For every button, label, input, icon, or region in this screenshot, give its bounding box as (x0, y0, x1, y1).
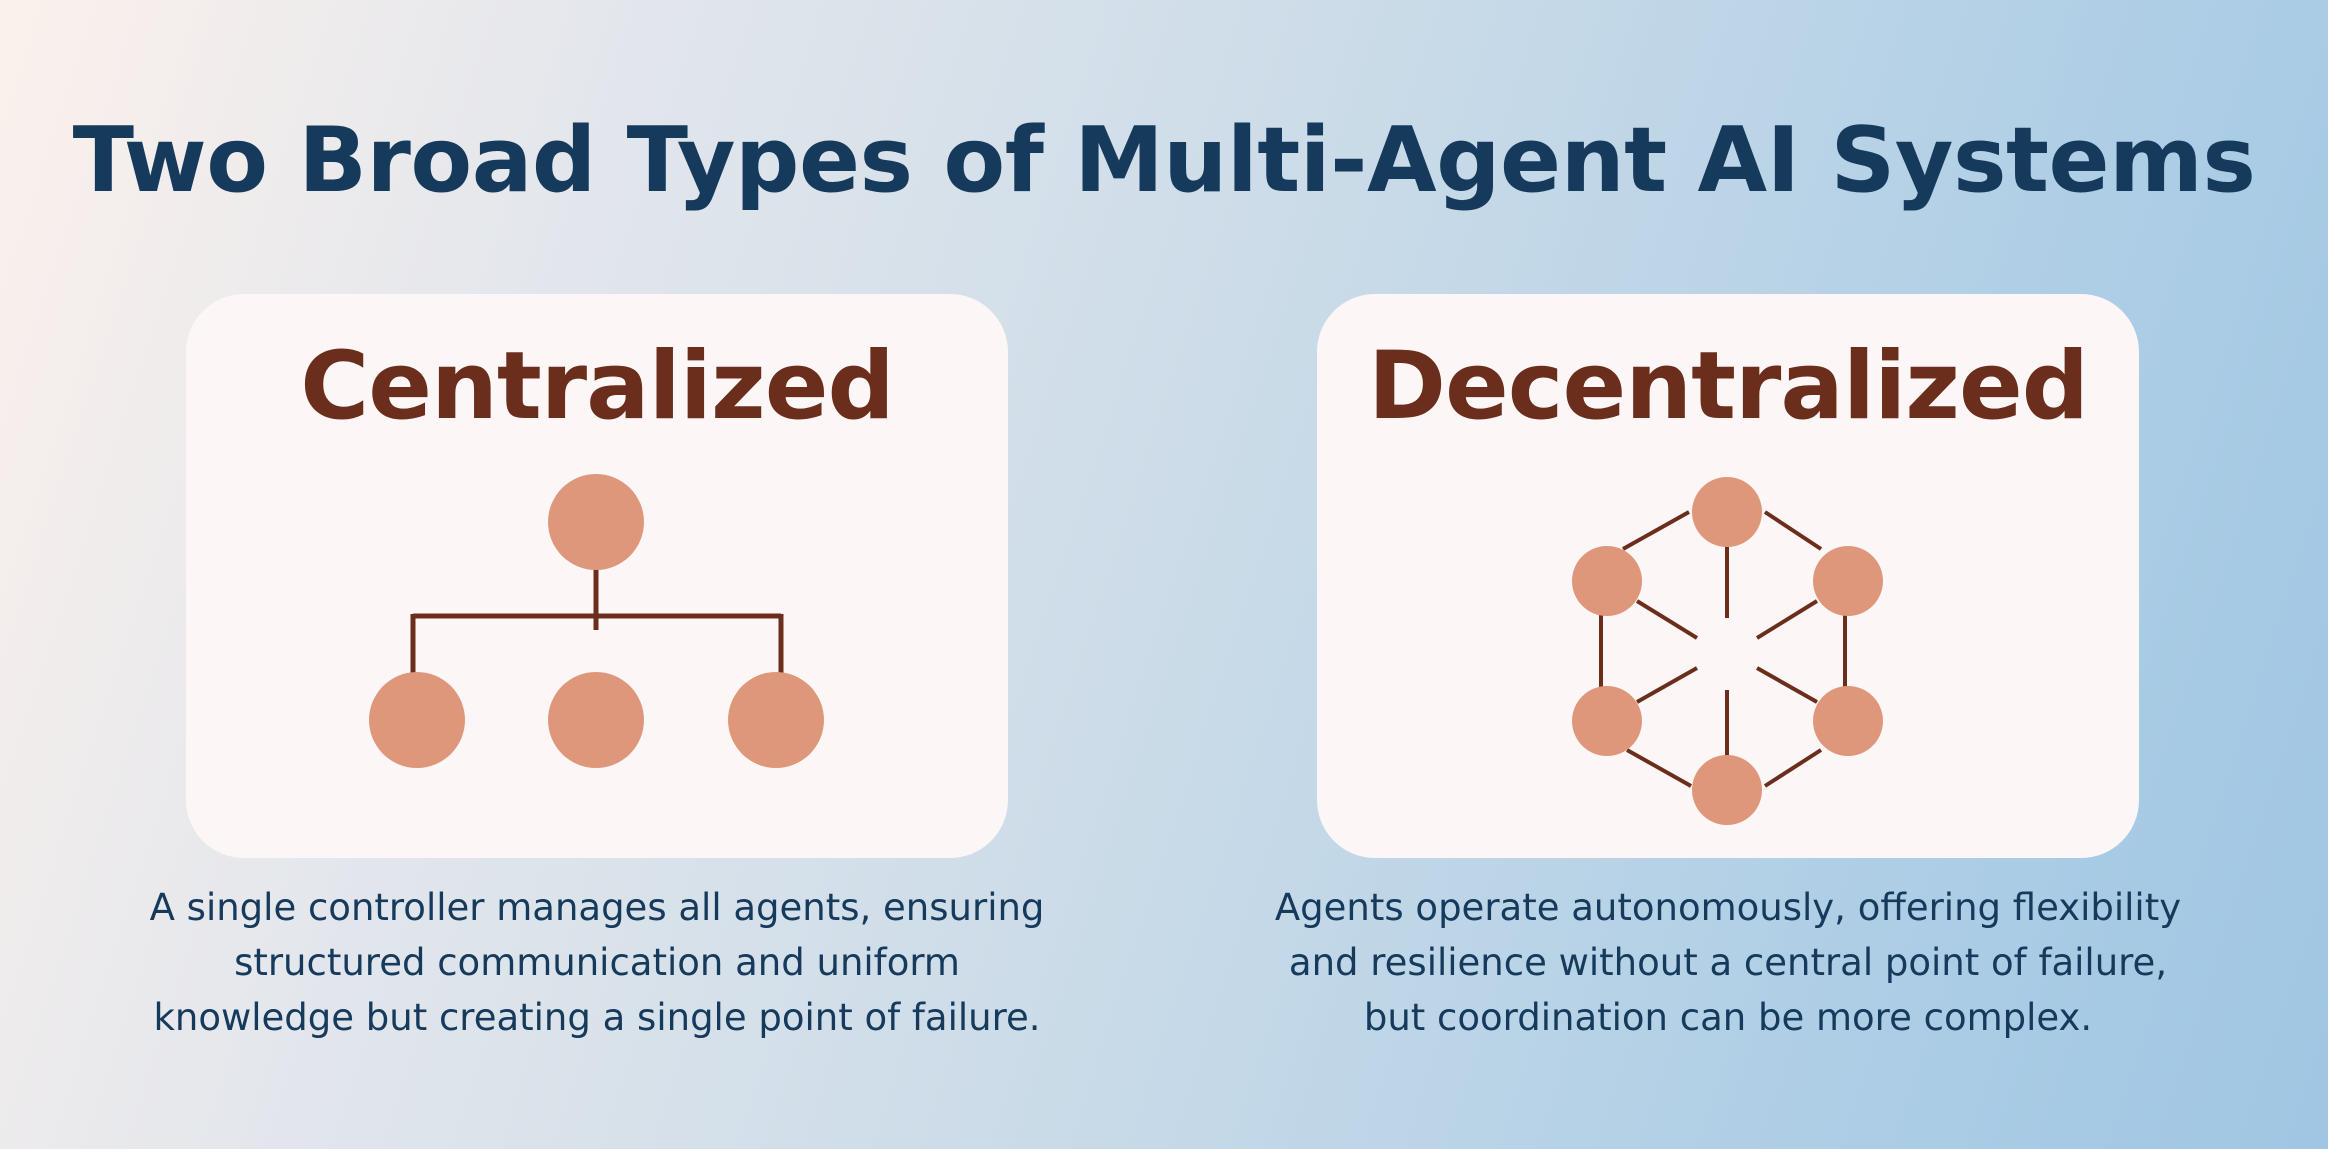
controller-node (548, 474, 644, 570)
spoke-upperleft (1635, 599, 1699, 640)
agent-node-upper-right (1813, 546, 1883, 616)
mesh-connectors (1599, 510, 1847, 788)
description-line: knowledge but creating a single point of… (153, 996, 1041, 1039)
description-line: Agents operate autonomously, offering fl… (1274, 886, 2182, 929)
edge-lowerleft-bottom (1626, 748, 1692, 788)
description-line: and resilience without a central point o… (1288, 941, 2168, 984)
decentralized-description: Agents operate autonomously, offering fl… (1248, 880, 2208, 1045)
decentralized-card: Decentralized (1317, 294, 2139, 858)
edge-lowerright-bottom (1763, 748, 1823, 788)
agent-node-upper-left (1572, 546, 1642, 616)
spoke-lowerright (1756, 666, 1818, 704)
edge-top-upperleft (1622, 510, 1690, 551)
description-line: A single controller manages all agents, … (149, 886, 1045, 929)
description-line: but coordination can be more complex. (1363, 996, 2093, 1039)
agent-node-3 (728, 672, 824, 768)
agent-node-lower-left (1572, 686, 1642, 756)
centralized-diagram (369, 474, 824, 768)
decentralized-diagram (1572, 477, 1883, 825)
edge-top-upperright (1763, 510, 1823, 551)
spoke-upperright (1755, 599, 1819, 640)
description-line: structured communication and uniform (234, 941, 960, 984)
agent-node-2 (548, 672, 644, 768)
spoke-lowerleft (1636, 666, 1698, 704)
agent-node-bottom (1692, 755, 1762, 825)
centralized-card: Centralized (186, 294, 1008, 858)
agent-node-1 (369, 672, 465, 768)
hierarchy-connectors (410, 568, 784, 677)
agent-node-top (1692, 477, 1762, 547)
decentralized-heading: Decentralized (1367, 332, 2089, 441)
agent-node-lower-right (1813, 686, 1883, 756)
centralized-description: A single controller manages all agents, … (117, 880, 1077, 1045)
centralized-heading: Centralized (300, 332, 895, 441)
page-title: Two Broad Types of Multi-Agent AI System… (72, 108, 2256, 213)
